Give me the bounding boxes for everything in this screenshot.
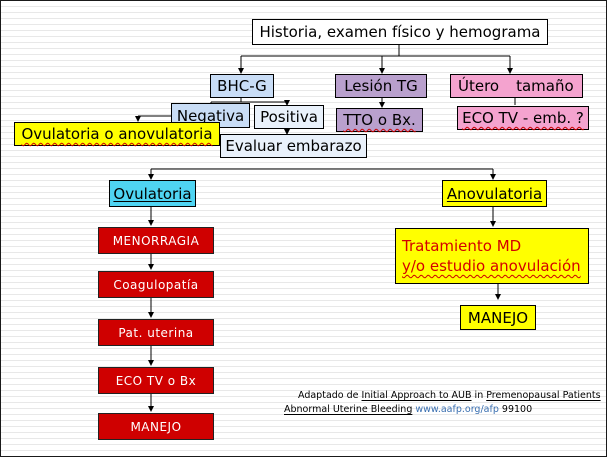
node-coagulopatia: Coagulopatía — [98, 271, 214, 298]
node-utero: Útero tamaño — [450, 74, 583, 98]
citation-code: 99100 — [498, 404, 533, 415]
node-eco-bx: ECO TV o Bx — [98, 367, 214, 394]
node-lesion-label: Lesión TG — [344, 77, 418, 95]
node-menorragia: MENORRAGIA — [98, 227, 214, 254]
node-ovulatoria: Ovulatoria — [109, 180, 196, 207]
node-historia: Historia, examen físico y hemograma — [252, 19, 548, 45]
node-bhcg-label: BHC-G — [217, 77, 267, 95]
node-positiva: Positiva — [254, 105, 324, 129]
node-tratamiento-line2: y/o estudio anovulación — [402, 257, 581, 275]
citation-prefix: Adaptado de — [298, 390, 362, 401]
node-ovu-anovu-label: Ovulatoria o anovulatoria — [21, 125, 213, 143]
node-manejo-right-label: MANEJO — [467, 308, 529, 327]
node-utero-label-a: Útero — [458, 77, 500, 95]
citation-note: Adaptado de Initial Approach to AUB in P… — [284, 389, 604, 417]
node-anovulatoria-label: Anovulatoria — [446, 184, 543, 203]
citation-title2: Premenopausal Patients — [486, 390, 601, 401]
citation-title1: Initial Approach to AUB — [361, 390, 472, 401]
node-eco-emb: ECO TV - emb. ? — [457, 106, 589, 130]
node-pat-uterina: Pat. uterina — [98, 319, 214, 346]
node-ovu-anovu: Ovulatoria o anovulatoria — [14, 122, 220, 146]
node-historia-label: Historia, examen físico y hemograma — [259, 23, 541, 41]
node-menorragia-label: MENORRAGIA — [112, 233, 200, 248]
node-tto: TTO o Bx. — [336, 108, 423, 132]
node-manejo-right: MANEJO — [460, 305, 536, 330]
node-manejo-left: MANEJO — [98, 413, 214, 440]
node-eco-emb-label: ECO TV - emb. ? — [462, 109, 584, 127]
node-pat-uterina-label: Pat. uterina — [118, 325, 194, 340]
node-tratamiento-line1: Tratamiento MD — [402, 237, 522, 255]
citation-mid: in — [471, 390, 487, 401]
node-tto-label: TTO o Bx. — [343, 111, 416, 129]
node-evaluar: Evaluar embarazo — [220, 134, 367, 158]
node-positiva-label: Positiva — [260, 108, 318, 126]
node-eco-bx-label: ECO TV o Bx — [115, 373, 197, 388]
node-tratamiento: Tratamiento MD y/o estudio anovulación — [395, 228, 589, 284]
node-coagulopatia-label: Coagulopatía — [113, 277, 199, 292]
node-bhcg: BHC-G — [210, 74, 274, 98]
node-negativa-label: Negativa — [176, 106, 245, 125]
node-evaluar-label: Evaluar embarazo — [225, 137, 362, 155]
node-ovulatoria-label: Ovulatoria — [113, 184, 192, 203]
node-anovulatoria: Anovulatoria — [442, 180, 547, 207]
citation-title3: Abnormal Uterine Bleeding — [284, 404, 413, 415]
citation-url[interactable]: www.aafp.org/afp — [415, 404, 499, 415]
node-manejo-left-label: MANEJO — [130, 419, 182, 434]
node-lesion: Lesión TG — [335, 74, 427, 98]
node-utero-label-b: tamaño — [516, 77, 574, 95]
